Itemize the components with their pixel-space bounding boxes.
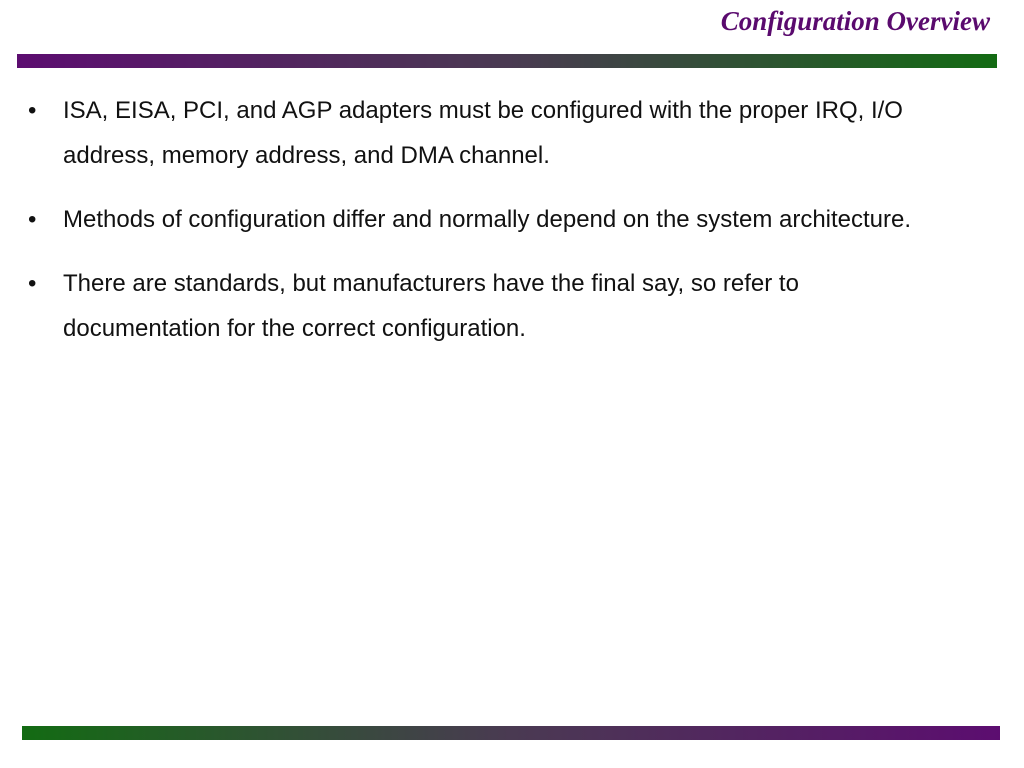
slide-title: Configuration Overview — [720, 6, 990, 36]
bullet-text: There are standards, but manufacturers h… — [63, 270, 799, 342]
bullet-item: • Methods of configuration differ and no… — [28, 197, 958, 242]
bullet-dot-icon: • — [28, 97, 37, 124]
bullet-dot-icon: • — [28, 206, 37, 233]
bottom-divider-bar — [22, 726, 1000, 740]
bullet-list: • ISA, EISA, PCI, and AGP adapters must … — [28, 88, 958, 370]
bullet-text: Methods of configuration differ and norm… — [63, 206, 912, 233]
bullet-item: • ISA, EISA, PCI, and AGP adapters must … — [28, 88, 958, 178]
bullet-item: • There are standards, but manufacturers… — [28, 261, 958, 351]
top-divider-bar — [17, 54, 997, 68]
bullet-dot-icon: • — [28, 270, 37, 297]
bullet-text: ISA, EISA, PCI, and AGP adapters must be… — [63, 97, 903, 169]
